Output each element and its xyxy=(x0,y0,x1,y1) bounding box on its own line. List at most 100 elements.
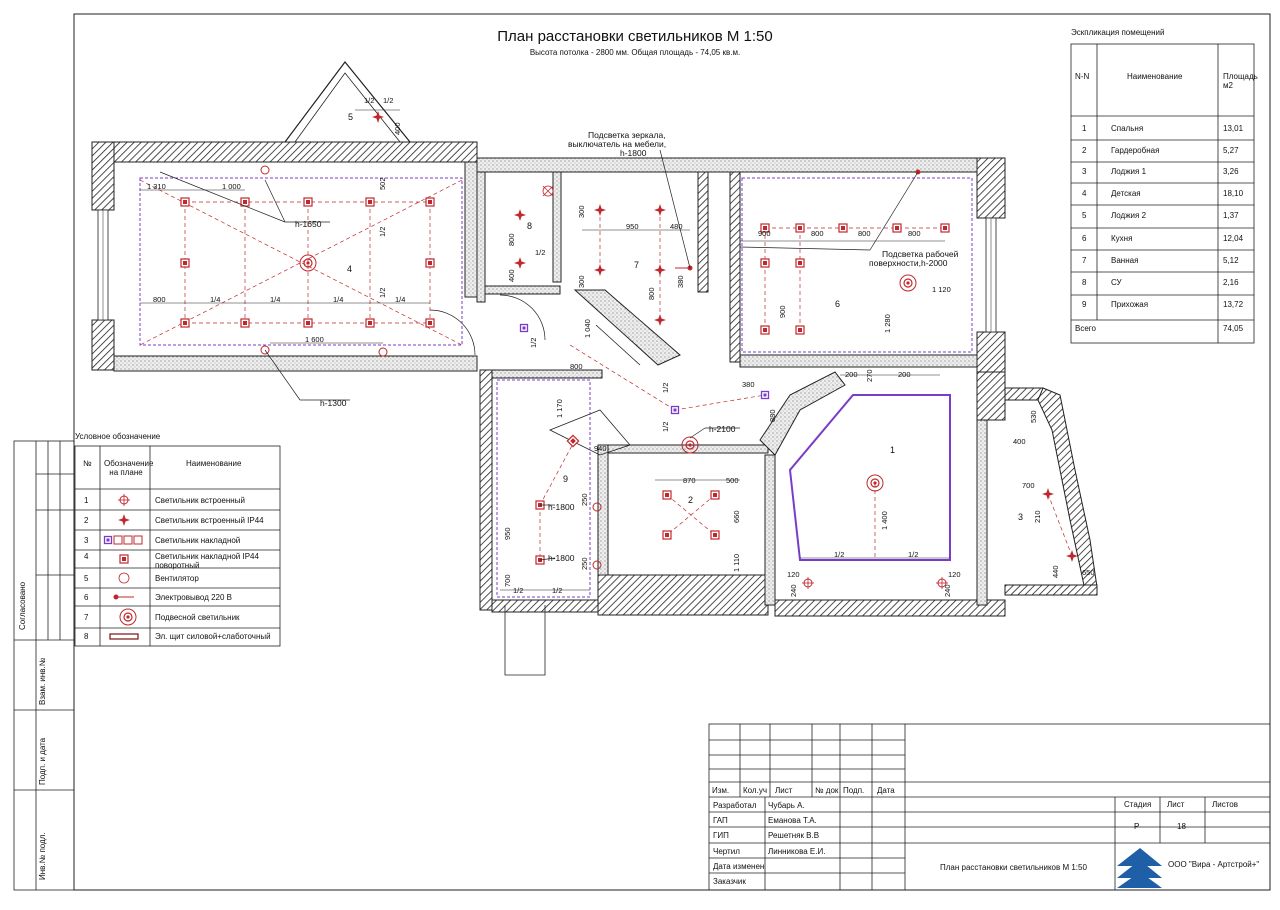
legend-caption: Условное обозначение xyxy=(75,432,161,441)
drawing-subtitle: Высота потолка - 2800 мм. Общая площадь … xyxy=(529,48,741,57)
legend-row-name: Вентилятор xyxy=(155,574,199,583)
explication-cell-area: 18,10 xyxy=(1223,189,1244,198)
explication-cell-n: 3 xyxy=(1082,167,1087,176)
sheets-label: Листов xyxy=(1212,800,1238,809)
legend-table-grid xyxy=(74,445,281,647)
explication-cell-name: Детская xyxy=(1111,189,1141,198)
room-number-2: 2 xyxy=(688,495,693,505)
legend-row-number: 6 xyxy=(84,593,89,602)
dim: 900 xyxy=(778,305,787,318)
dim: 1 600 xyxy=(305,335,324,344)
explication-total-value: 74,05 xyxy=(1223,324,1244,333)
callout-h1800-lower: h-1800 xyxy=(548,553,575,563)
dim: 250 xyxy=(580,557,589,570)
legend-row-name: Подвесной светильник xyxy=(155,613,240,622)
callout-mirror-line-1: Подсветка зеркала, xyxy=(588,130,666,140)
dim: 200 xyxy=(845,370,858,379)
room-numbers: 1 2 3 4 5 6 7 8 9 xyxy=(347,112,1023,522)
callout-mirror-line-3: h-1800 xyxy=(620,148,647,158)
dim: 1 280 xyxy=(883,314,892,333)
dim: 1 400 xyxy=(880,511,889,530)
dim: 250 xyxy=(580,493,589,506)
room-number-5: 5 xyxy=(348,112,353,122)
explication-cell-n: 4 xyxy=(1082,189,1087,198)
explication-cell-name: Лоджия 2 xyxy=(1111,211,1147,220)
legend-row-number: 1 xyxy=(84,496,89,505)
dim: 530 xyxy=(1029,410,1038,423)
explication-cell-area: 13,01 xyxy=(1223,124,1244,133)
legend-icons xyxy=(103,493,143,640)
stage-value: Р xyxy=(1134,822,1140,831)
explication-cell-name: Спальня xyxy=(1111,124,1144,133)
callout-h1300: h-1300 xyxy=(320,398,347,408)
dim: 700 xyxy=(503,574,512,587)
sheet-value: 18 xyxy=(1177,822,1186,831)
stamp-inv-original: Инв.№ подл. xyxy=(38,832,47,880)
dim: 650 xyxy=(1082,568,1095,577)
room-number-7: 7 xyxy=(634,260,639,270)
dim: 1 040 xyxy=(583,319,592,338)
room-number-6: 6 xyxy=(835,299,840,309)
title-block-role: Заказчик xyxy=(713,877,746,886)
explication-cell-area: 13,72 xyxy=(1223,300,1244,309)
dim: 400 xyxy=(393,122,402,135)
dim: 1/4 xyxy=(395,295,405,304)
explication-table-grid xyxy=(1070,43,1255,344)
explication-cell-n: 2 xyxy=(1082,146,1087,155)
explication-cell-n: 8 xyxy=(1082,278,1087,287)
room-number-9: 9 xyxy=(563,474,568,484)
dim: 700 xyxy=(1022,481,1035,490)
explication-cell-name: Гардеробная xyxy=(1111,146,1160,155)
company-name: ООО "Вира - Артстрой+" xyxy=(1168,860,1260,869)
stamp-replace-inv: Взам. инв.№ xyxy=(38,657,47,705)
dim: 210 xyxy=(1033,510,1042,523)
callout-work-line-2: поверхности,h-2000 xyxy=(869,258,948,268)
callout-h1800-upper: h-1800 xyxy=(548,502,575,512)
side-stamp-grid xyxy=(13,440,75,891)
dim: 800 xyxy=(153,295,166,304)
walls xyxy=(91,61,1098,676)
title-block-grid xyxy=(708,723,1271,891)
dim: 800 xyxy=(570,362,583,371)
legend-header-symbol: Обозначение на плане xyxy=(104,459,154,477)
dim: 1/4 xyxy=(210,295,220,304)
title-block-role: ГАП xyxy=(713,816,728,825)
stage-label: Стадия xyxy=(1124,800,1152,809)
dim: 120 xyxy=(787,570,800,579)
leaders xyxy=(159,149,919,561)
legend-row-name: Светильник встроенный IP44 xyxy=(155,516,264,525)
legend-row-name: Светильник накладной IP44 поворотный xyxy=(155,552,259,570)
legend-header-name: Наименование xyxy=(186,459,242,468)
dim: 502 xyxy=(378,177,387,190)
legend-row-number: 3 xyxy=(84,536,89,545)
explication-cell-n: 5 xyxy=(1082,211,1087,220)
company-logo xyxy=(1117,848,1162,888)
dim: 1/2 xyxy=(552,586,562,595)
title-block-header-cell: Лист xyxy=(775,786,793,795)
explication-cell-name: Ванная xyxy=(1111,256,1139,265)
legend-row-name: Электровывод 220 В xyxy=(155,593,232,602)
dim: 240 xyxy=(789,584,798,597)
title-block-person: Еманова Т.А. xyxy=(768,816,817,825)
explication-cell-name: СУ xyxy=(1111,278,1122,287)
dim: 1/2 xyxy=(383,96,393,105)
legend-row-number: 7 xyxy=(84,613,89,622)
sheet-name: План расстановки светильников М 1:50 xyxy=(940,863,1087,872)
legend-header-n: № xyxy=(83,459,92,468)
title-block-role: ГИП xyxy=(713,831,729,840)
explication-cell-name: Лоджия 1 xyxy=(1111,167,1147,176)
callout-h1650: h-1650 xyxy=(295,219,322,229)
explication-cell-area: 2,16 xyxy=(1223,278,1239,287)
dim: 900 xyxy=(758,229,771,238)
dim: 1/2 xyxy=(378,288,387,298)
dim: 120 xyxy=(948,570,961,579)
legend-row-number: 2 xyxy=(84,516,89,525)
dim: 1/2 xyxy=(364,96,374,105)
explication-cell-name: Кухня xyxy=(1111,234,1133,243)
callout-h2100: h-2100 xyxy=(709,424,736,434)
dim: 950 xyxy=(626,222,639,231)
explication-cell-area: 1,37 xyxy=(1223,211,1239,220)
dim: 800 xyxy=(647,287,656,300)
dim: 950 xyxy=(503,527,512,540)
dim: 870 xyxy=(683,476,696,485)
